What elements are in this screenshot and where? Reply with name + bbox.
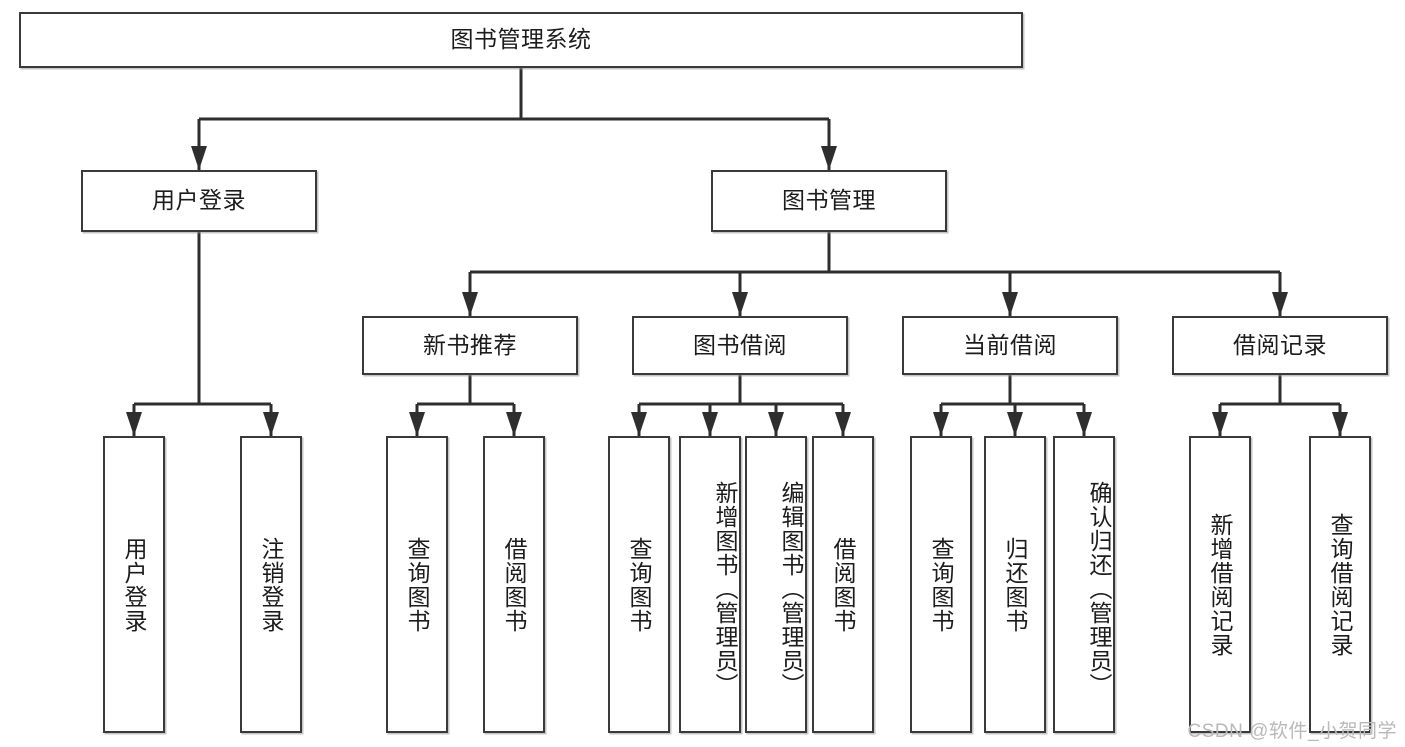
arrow-user-login-icon: [191, 146, 207, 170]
node-label: 图书管理: [782, 187, 876, 214]
node-borrow-record[interactable]: 借阅记录: [1172, 316, 1388, 375]
node-label: 新书推荐: [423, 331, 517, 358]
arrow-new-book-rec-icon: [462, 292, 478, 316]
arrow-leaf-borrow-2-icon: [835, 412, 851, 436]
arrow-leaf-query-rec-icon: [1332, 412, 1348, 436]
node-new-book-rec[interactable]: 新书推荐: [362, 316, 578, 375]
node-label: 编辑图书（管理员）: [778, 480, 804, 697]
node-book-manage[interactable]: 图书管理: [711, 170, 947, 232]
arrow-book-borrow-icon: [732, 292, 748, 316]
node-label: 归还图书: [1002, 536, 1029, 633]
arrow-borrow-record-icon: [1272, 292, 1288, 316]
node-leaf-add-rec[interactable]: 新增借阅记录: [1189, 436, 1251, 733]
node-label: 查询借阅记录: [1327, 512, 1354, 657]
arrow-leaf-confirm-icon: [1076, 412, 1092, 436]
node-label: 用户登录: [121, 536, 148, 633]
node-current-borrow[interactable]: 当前借阅: [902, 316, 1118, 375]
arrow-leaf-query-3-icon: [933, 412, 949, 436]
node-label: 查询图书: [928, 536, 955, 633]
node-leaf-query-2[interactable]: 查询图书: [608, 436, 670, 733]
node-label: 图书管理系统: [450, 26, 592, 53]
node-leaf-query-3[interactable]: 查询图书: [910, 436, 972, 733]
arrow-current-borrow-icon: [1002, 292, 1018, 316]
arrow-leaf-user-login-icon: [126, 412, 142, 436]
node-label: 当前借阅: [963, 331, 1057, 358]
arrow-leaf-borrow-1-icon: [506, 412, 522, 436]
node-leaf-return[interactable]: 归还图书: [984, 436, 1046, 733]
arrow-book-manage-icon: [821, 146, 837, 170]
node-leaf-edit-book[interactable]: 编辑图书（管理员）: [745, 436, 807, 733]
node-user-login[interactable]: 用户登录: [81, 170, 317, 232]
node-label: 确认归还（管理员）: [1086, 480, 1112, 697]
arrow-leaf-add-book-icon: [702, 412, 718, 436]
node-leaf-query-rec[interactable]: 查询借阅记录: [1309, 436, 1371, 733]
node-label: 借阅图书: [501, 536, 528, 633]
node-root[interactable]: 图书管理系统: [19, 12, 1023, 68]
node-leaf-add-book[interactable]: 新增图书（管理员）: [679, 436, 741, 733]
arrow-leaf-query-1-icon: [409, 412, 425, 436]
arrow-leaf-query-2-icon: [631, 412, 647, 436]
node-label: 用户登录: [152, 187, 246, 214]
node-label: 图书借阅: [693, 331, 787, 358]
arrow-leaf-return-icon: [1007, 412, 1023, 436]
arrow-leaf-add-rec-icon: [1212, 412, 1228, 436]
node-label: 借阅记录: [1233, 331, 1327, 358]
arrow-leaf-edit-book-icon: [768, 412, 784, 436]
node-label: 注销登录: [258, 536, 285, 633]
node-leaf-borrow-1[interactable]: 借阅图书: [483, 436, 545, 733]
node-label: 新增借阅记录: [1207, 512, 1234, 657]
arrow-leaf-logout-icon: [263, 412, 279, 436]
node-leaf-borrow-2[interactable]: 借阅图书: [812, 436, 874, 733]
node-label: 查询图书: [404, 536, 431, 633]
node-leaf-logout[interactable]: 注销登录: [240, 436, 302, 733]
node-label: 新增图书（管理员）: [712, 480, 738, 697]
node-leaf-user-login[interactable]: 用户登录: [103, 436, 165, 733]
watermark-label: CSDN @软件_小贺同学: [1187, 721, 1397, 742]
node-book-borrow[interactable]: 图书借阅: [632, 316, 848, 375]
node-leaf-confirm[interactable]: 确认归还（管理员）: [1053, 436, 1115, 733]
node-label: 借阅图书: [830, 536, 857, 633]
node-leaf-query-1[interactable]: 查询图书: [386, 436, 448, 733]
node-label: 查询图书: [626, 536, 653, 633]
